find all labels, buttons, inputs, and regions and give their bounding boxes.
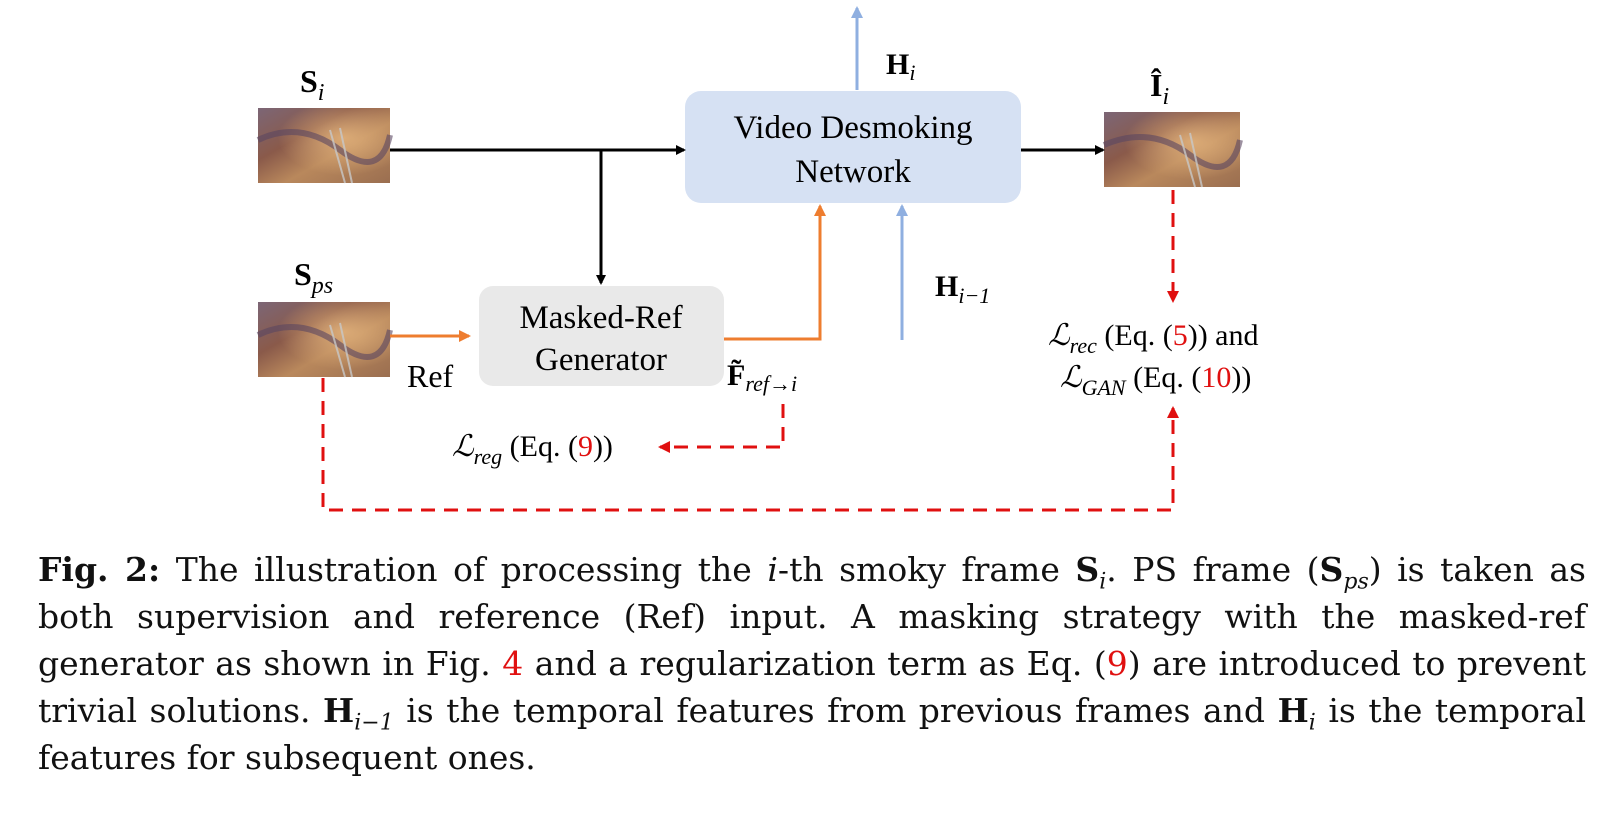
masked-ref-generator-block: Masked-Ref Generator <box>479 286 724 386</box>
dash-fref-to-reg <box>658 404 785 453</box>
generator-line2: Generator <box>535 342 667 378</box>
generator-line1: Masked-Ref <box>519 300 682 336</box>
caption-fig-label: Fig. 2: <box>38 550 161 589</box>
arrow-fref-to-network <box>724 204 826 341</box>
label-sps: Sps <box>294 256 333 299</box>
frame-si-image <box>256 108 393 184</box>
label-si: Si <box>300 63 324 106</box>
caption-eq-ref[interactable]: 9 <box>1106 644 1128 683</box>
label-h-out: Hi <box>886 48 915 85</box>
frame-output-image <box>1102 112 1243 188</box>
loss-gan: ℒGAN (Eq. (10)) <box>1060 361 1251 400</box>
label-output: Îi <box>1150 67 1169 110</box>
loss-reg: ℒreg (Eq. (9)) <box>452 430 613 469</box>
label-f-ref: F̃ref→i <box>727 359 797 396</box>
loss-rec: ℒrec (Eq. (5)) and <box>1048 319 1259 358</box>
frame-sps-image <box>256 302 393 378</box>
network-line2: Network <box>795 154 911 190</box>
caption-fig-ref[interactable]: 4 <box>502 644 524 683</box>
network-line1: Video Desmoking <box>733 110 972 146</box>
label-h-in: Hi−1 <box>935 270 990 308</box>
figure-caption: Fig. 2: The illustration of processing t… <box>38 550 1586 777</box>
video-desmoking-network-block: Video Desmoking Network <box>685 91 1021 203</box>
label-ref: Ref <box>407 358 454 394</box>
pipeline-diagram: Si Sps Îi Video Desmoking Network Masked… <box>256 6 1259 512</box>
dash-sps-to-gan <box>321 378 1179 512</box>
